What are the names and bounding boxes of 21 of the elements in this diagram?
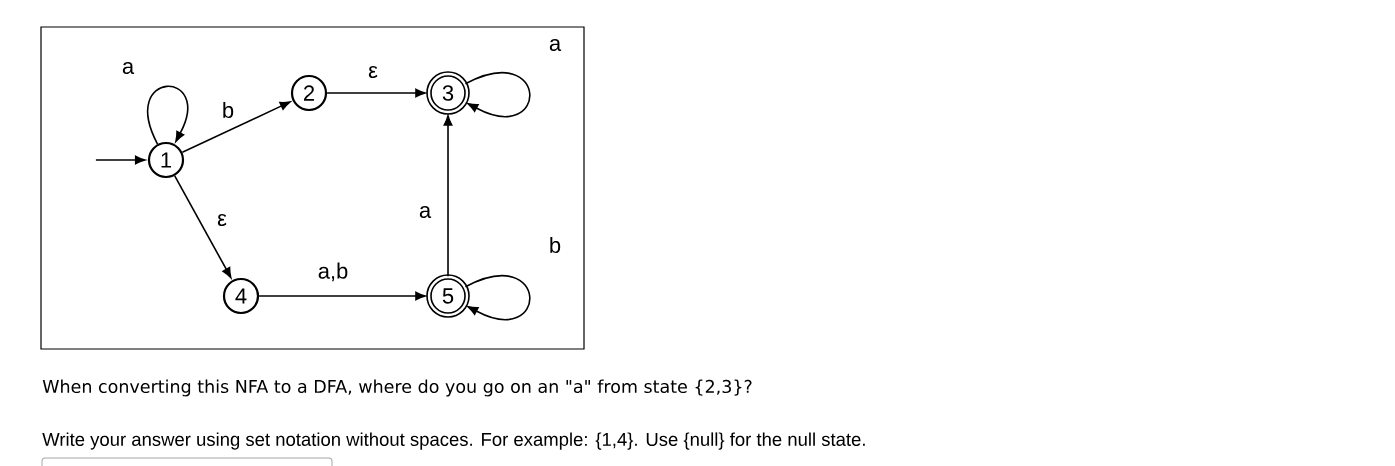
transition-arrow bbox=[173, 175, 232, 279]
edge-label: ε bbox=[367, 65, 379, 80]
self-loop-arrow bbox=[146, 85, 189, 145]
start-arrow bbox=[95, 155, 146, 165]
edge-label: a bbox=[120, 60, 136, 76]
transition-arrow bbox=[443, 115, 453, 277]
accepting-state: 5 bbox=[426, 274, 470, 318]
transition-arrow bbox=[326, 88, 426, 98]
self-loop-arrow bbox=[464, 71, 531, 118]
edge-label: a,b bbox=[316, 261, 350, 283]
edge-label: ε bbox=[216, 213, 228, 228]
self-loop-arrow bbox=[464, 274, 531, 321]
edge-label: b bbox=[220, 100, 236, 120]
edge-label: b bbox=[547, 235, 563, 255]
edge-label: a bbox=[417, 205, 433, 220]
transition-arrow bbox=[181, 101, 291, 154]
question-text: Write your answer using set notation without spaces. For example: {1,4}. Use {null} for the null state. bbox=[42, 432, 865, 450]
accepting-state: 3 bbox=[426, 71, 470, 115]
transition-arrow bbox=[258, 291, 426, 301]
edge-label: a bbox=[547, 37, 563, 53]
question-text: When converting this NFA to a DFA, where do you go on an "a" from state {2,3}? bbox=[42, 379, 752, 397]
